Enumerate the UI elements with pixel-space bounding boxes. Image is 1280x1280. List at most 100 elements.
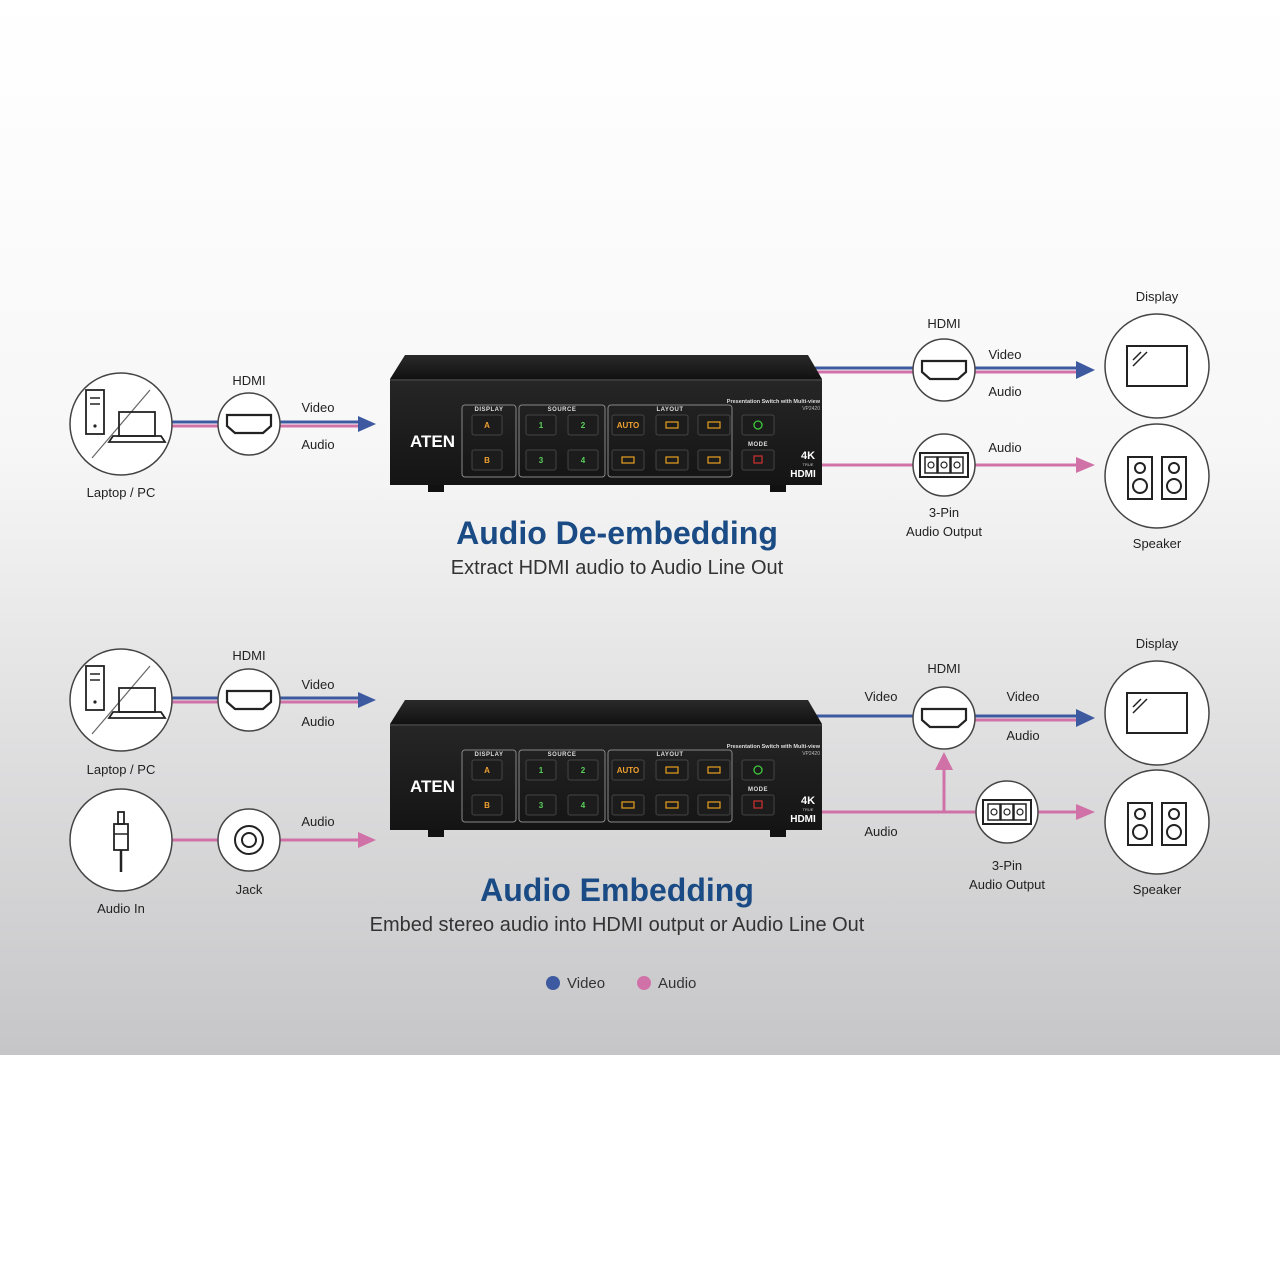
speaker-line-audio-label: Audio [988, 440, 1021, 455]
arrow-speaker [1076, 457, 1095, 473]
badge-4k: 4K [801, 450, 815, 462]
mode-label: MODE [748, 442, 768, 448]
arrow-display [1076, 709, 1095, 727]
jack-socket-inner [241, 832, 257, 848]
legend-audio-label: Audio [658, 975, 696, 992]
arrow-speaker [1076, 804, 1095, 820]
device-subtitle: Presentation Switch with Multi-view [727, 399, 821, 405]
out-video-label: Video [1006, 689, 1039, 704]
legend: Video Audio [546, 975, 696, 992]
pin-label-2: Audio Output [906, 524, 982, 539]
brand-logo: ATEN [410, 777, 455, 796]
source-label: Laptop / PC [87, 485, 156, 500]
arrow-jack [358, 832, 376, 848]
speaker-node [1104, 423, 1210, 529]
button-source-3[interactable]: 3 [539, 801, 544, 810]
button-display-b[interactable]: B [484, 456, 490, 465]
legend-audio-swatch [637, 976, 651, 990]
aten-device: ATEN Presentation Switch with Multi-view… [389, 699, 823, 838]
out-audio-label: Audio [988, 384, 1021, 399]
arrow-display [1076, 361, 1095, 379]
button-source-2[interactable]: 2 [581, 421, 586, 430]
badge-true: TRUE [803, 462, 814, 467]
badge-true: TRUE [803, 807, 814, 812]
button-source-2[interactable]: 2 [581, 766, 586, 775]
input-port-label: HDMI [232, 373, 265, 388]
speaker-label: Speaker [1133, 882, 1182, 897]
arrow-in [358, 416, 376, 432]
pin-out-node [912, 433, 976, 497]
display-node [1104, 313, 1210, 419]
speaker-node [1104, 769, 1210, 875]
laptop-node [69, 648, 173, 752]
hdmi-out-node [912, 338, 976, 402]
button-display-a[interactable]: A [484, 766, 490, 775]
button-display-b[interactable]: B [484, 801, 490, 810]
group-layout: LAYOUT [656, 407, 683, 413]
pin-label-1: 3-Pin [992, 858, 1022, 873]
pre-hdmi-video-label: Video [864, 689, 897, 704]
device-model: VP2420 [802, 406, 820, 412]
arrow-branch [935, 752, 953, 770]
legend-video-label: Video [567, 975, 605, 992]
button-source-3[interactable]: 3 [539, 456, 544, 465]
display-label: Display [1136, 289, 1179, 304]
out-video-label: Video [988, 347, 1021, 362]
device-subtitle: Presentation Switch with Multi-view [727, 744, 821, 750]
button-source-1[interactable]: 1 [539, 766, 544, 775]
diagram-background [0, 0, 1280, 1055]
speaker-label: Speaker [1133, 536, 1182, 551]
in-audio-label: Audio [301, 714, 334, 729]
display-node [1104, 660, 1210, 766]
section-title: Audio Embedding [480, 872, 754, 908]
input-port-label: HDMI [232, 648, 265, 663]
mode-label: MODE [748, 787, 768, 793]
badge-hdmi: HDMI [790, 814, 816, 825]
brand-logo: ATEN [410, 432, 455, 451]
jack-node [217, 808, 281, 872]
section-subtitle: Embed stereo audio into HDMI output or A… [370, 914, 865, 936]
button-auto[interactable]: AUTO [617, 766, 640, 775]
in-audio-label: Audio [301, 437, 334, 452]
section-title: Audio De-embedding [456, 515, 778, 551]
in-video-label: Video [301, 400, 334, 415]
arrow-in [358, 692, 376, 708]
output-port-label: HDMI [927, 316, 960, 331]
badge-hdmi: HDMI [790, 469, 816, 480]
hdmi-in-node [217, 392, 281, 456]
badge-4k: 4K [801, 795, 815, 807]
group-layout: LAYOUT [656, 752, 683, 758]
display-label: Display [1136, 636, 1179, 651]
group-display: DISPLAY [475, 752, 504, 758]
aten-device: ATEN Presentation Switch with Multi-view… [389, 354, 823, 493]
out-audio-label: Audio [1006, 728, 1039, 743]
group-source: SOURCE [548, 407, 577, 413]
source-label: Laptop / PC [87, 762, 156, 777]
button-source-1[interactable]: 1 [539, 421, 544, 430]
audio-in-node [69, 788, 173, 892]
device-model: VP2420 [802, 751, 820, 757]
group-display: DISPLAY [475, 407, 504, 413]
deembedding-section: Laptop / PC HDMI Video Audio ATEN Presen… [69, 289, 1210, 579]
legend-video-swatch [546, 976, 560, 990]
branch-audio-label: Audio [864, 824, 897, 839]
button-source-4[interactable]: 4 [581, 801, 586, 810]
pin-label-2: Audio Output [969, 877, 1045, 892]
audio-in-label: Audio In [97, 901, 145, 916]
pin-out-node [975, 780, 1039, 844]
hdmi-out-node [912, 686, 976, 750]
embedding-section: Laptop / PC HDMI Video Audio Audio In Ja… [69, 636, 1210, 936]
jack-label: Jack [236, 882, 263, 897]
laptop-node [69, 372, 173, 476]
hdmi-in-node [217, 668, 281, 732]
in-video-label: Video [301, 677, 334, 692]
button-display-a[interactable]: A [484, 421, 490, 430]
pin-label-1: 3-Pin [929, 505, 959, 520]
section-subtitle: Extract HDMI audio to Audio Line Out [451, 557, 784, 579]
output-port-label: HDMI [927, 661, 960, 676]
button-source-4[interactable]: 4 [581, 456, 586, 465]
jack-audio-label: Audio [301, 814, 334, 829]
button-auto[interactable]: AUTO [617, 421, 640, 430]
jack-socket-icon [234, 825, 264, 855]
